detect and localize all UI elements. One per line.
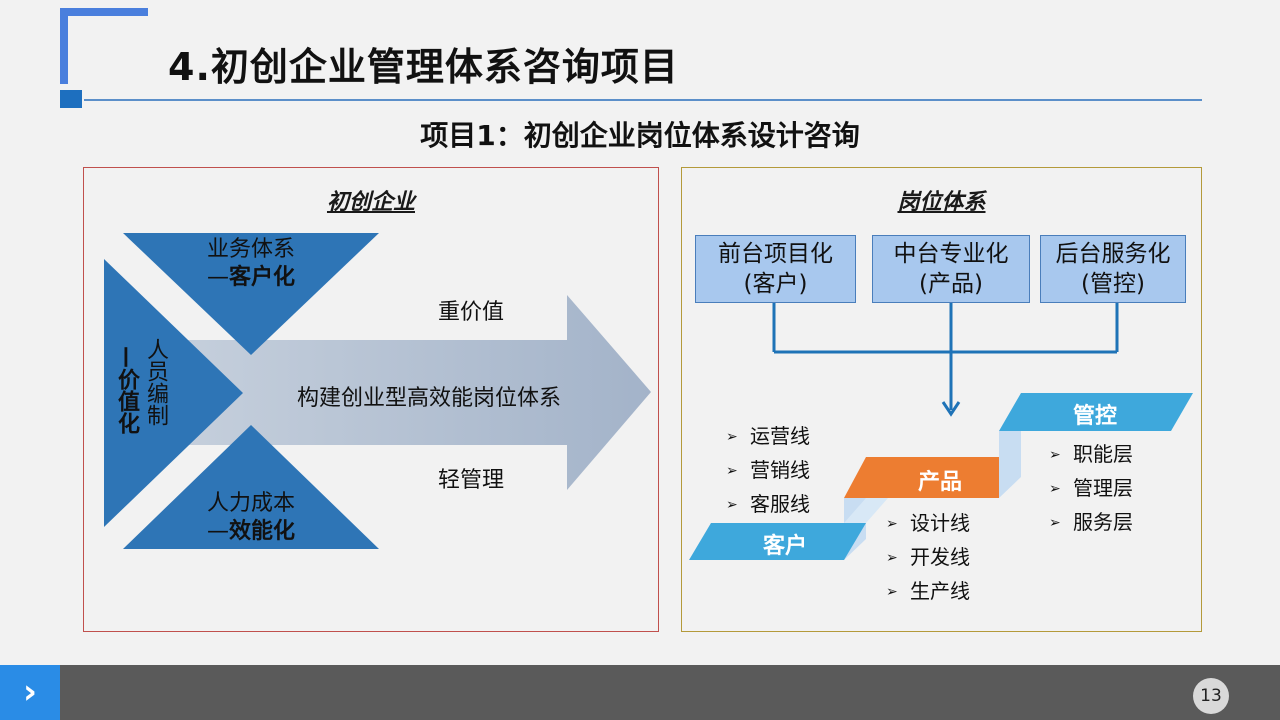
list-item: ➢ 职能层 xyxy=(1049,438,1133,472)
bullet-arrow-icon: ➢ xyxy=(1049,447,1061,463)
bullet-arrow-icon: ➢ xyxy=(886,550,898,566)
step-customer-top xyxy=(844,498,888,523)
list-item: ➢ 运营线 xyxy=(726,420,810,454)
middle-office-box: 中台专业化 (产品) xyxy=(872,235,1030,303)
riser-2 xyxy=(999,431,1021,498)
top-triangle xyxy=(123,233,379,355)
business-system-line2: —客户化 xyxy=(163,264,339,292)
left-triangle xyxy=(104,259,243,527)
back-office-box: 后台服务化 (管控) xyxy=(1040,235,1186,303)
connector-lines xyxy=(772,303,1119,417)
footer-accent-tab xyxy=(0,665,60,720)
bullet-arrow-icon: ➢ xyxy=(1049,481,1061,497)
bullet-text: 管理层 xyxy=(1073,476,1133,500)
step-product-label: 产品 xyxy=(917,470,962,495)
list-item: ➢ 开发线 xyxy=(886,541,970,575)
front-office-box: 前台项目化 (客户) xyxy=(695,235,856,303)
hr-cost-emphasis: 效能化 xyxy=(228,519,295,544)
bullet-text: 生产线 xyxy=(910,579,970,603)
front-office-title: 前台项目化 xyxy=(718,241,833,267)
bullet-arrow-icon: ➢ xyxy=(1049,515,1061,531)
bullet-text: 设计线 xyxy=(910,511,970,535)
arrow-bottom-text: 轻管理 xyxy=(438,468,505,493)
bullet-text: 营销线 xyxy=(750,458,810,482)
bullet-text: 运营线 xyxy=(750,424,810,448)
middle-office-sub: (产品) xyxy=(919,271,983,297)
page-subtitle: 项目1：初创企业岗位体系设计咨询 xyxy=(420,119,860,152)
business-system-emphasis: 客户化 xyxy=(228,265,295,290)
bullet-arrow-icon: ➢ xyxy=(726,497,738,513)
list-item: ➢ 设计线 xyxy=(886,507,970,541)
hr-cost-line2: —效能化 xyxy=(163,518,339,546)
chevron-right-icon[interactable]: › xyxy=(22,672,37,712)
value-arrow xyxy=(183,295,651,490)
dash: — xyxy=(206,265,229,290)
bullet-arrow-icon: ➢ xyxy=(726,463,738,479)
corner-square-decoration xyxy=(60,90,82,108)
footer-bar xyxy=(0,665,1280,720)
position-system-heading: 岗位体系 xyxy=(897,190,986,215)
hr-cost-label: 人力成本 —效能化 xyxy=(163,490,339,546)
startup-panel: 初创企业 xyxy=(83,167,659,632)
arrow-top-text: 重价值 xyxy=(438,300,505,325)
corner-bracket-decoration xyxy=(60,8,148,84)
middle-office-title: 中台专业化 xyxy=(893,241,1009,267)
customer-bullets: ➢ 运营线 ➢ 营销线 ➢ 客服线 xyxy=(726,420,810,522)
startup-panel-heading: 初创企业 xyxy=(326,190,415,215)
bullet-text: 开发线 xyxy=(910,545,970,569)
list-item: ➢ 生产线 xyxy=(886,575,970,609)
bullet-arrow-icon: ➢ xyxy=(886,584,898,600)
list-item: ➢ 服务层 xyxy=(1049,506,1133,540)
bottom-triangle xyxy=(123,425,379,549)
headcount-label-col1: 人员编制 xyxy=(143,338,168,426)
back-office-title: 后台服务化 xyxy=(1055,241,1171,267)
business-system-line1: 业务体系 xyxy=(206,237,295,262)
headcount-emphasis: 价值化 xyxy=(114,368,139,434)
hr-cost-line1: 人力成本 xyxy=(206,491,295,516)
step-control-label: 管控 xyxy=(1072,404,1117,429)
title-divider xyxy=(84,99,1202,101)
front-office-sub: (客户) xyxy=(743,271,808,297)
product-bullets: ➢ 设计线 ➢ 开发线 ➢ 生产线 xyxy=(886,507,970,609)
dash: — xyxy=(114,346,139,368)
arrow-main-text: 构建创业型高效能岗位体系 xyxy=(297,386,562,411)
bullet-text: 客服线 xyxy=(750,492,810,516)
list-item: ➢ 客服线 xyxy=(726,488,810,522)
bullet-text: 服务层 xyxy=(1073,510,1133,534)
step-product xyxy=(844,457,999,498)
page-number: 13 xyxy=(1193,678,1229,714)
headcount-label-col2: —价值化 xyxy=(112,346,139,434)
dash: — xyxy=(206,519,229,544)
list-item: ➢ 营销线 xyxy=(726,454,810,488)
startup-diagram xyxy=(104,233,651,549)
control-bullets: ➢ 职能层 ➢ 管理层 ➢ 服务层 xyxy=(1049,438,1133,540)
back-office-sub: (管控) xyxy=(1081,271,1145,297)
step-customer-label: 客户 xyxy=(762,534,807,559)
page-title: 4.初创企业管理体系咨询项目 xyxy=(168,45,679,89)
list-item: ➢ 管理层 xyxy=(1049,472,1133,506)
bullet-arrow-icon: ➢ xyxy=(726,429,738,445)
step-customer xyxy=(689,523,866,560)
bullet-text: 职能层 xyxy=(1073,442,1133,466)
position-system-panel: 岗位体系 xyxy=(681,167,1202,632)
step-control xyxy=(999,393,1193,431)
bullet-arrow-icon: ➢ xyxy=(886,516,898,532)
flow-and-steps xyxy=(689,303,1193,560)
business-system-label: 业务体系 —客户化 xyxy=(163,236,339,292)
